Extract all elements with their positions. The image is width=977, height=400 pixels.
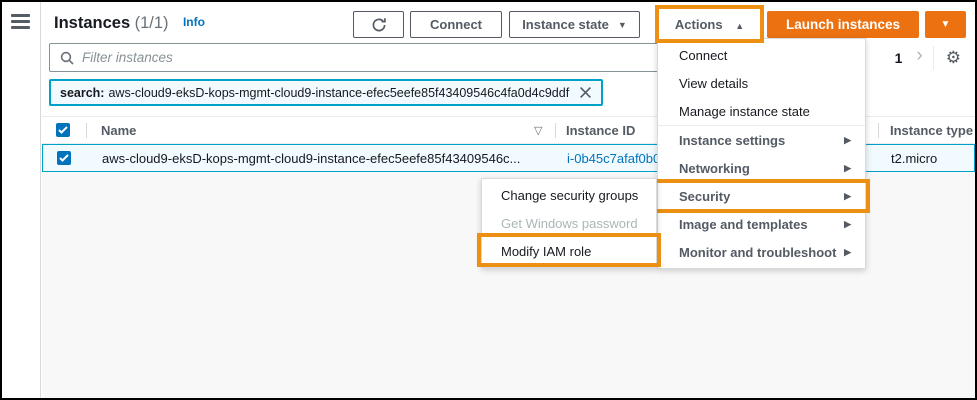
menu-item-label: View details <box>679 75 749 91</box>
menu-item-label: Networking <box>679 160 750 176</box>
filter-instances-input[interactable] <box>82 50 844 65</box>
menu-item-change-security-groups[interactable]: Change security groups <box>482 181 656 209</box>
instance-state-dropdown-button[interactable]: Instance state ▼ <box>509 11 640 38</box>
menu-item-label: Change security groups <box>501 187 639 203</box>
menu-item-label: Get Windows password <box>501 215 638 231</box>
launch-instances-label: Launch instances <box>785 17 901 32</box>
column-header-instance-id[interactable]: Instance ID <box>566 122 636 138</box>
submenu-arrow-icon: ▶ <box>844 190 851 201</box>
actions-button-label: Actions <box>674 16 723 32</box>
actions-dropdown-menu: Connect View details Manage instance sta… <box>653 38 870 269</box>
menu-item-label: Connect <box>679 47 728 63</box>
submenu-arrow-icon: ▶ <box>844 162 851 173</box>
menu-item-get-windows-password: Get Windows password <box>482 209 656 237</box>
menu-item-label: Instance settings <box>679 132 786 148</box>
actions-annotation-highlight: Actions ▲ <box>655 5 764 43</box>
chevron-down-icon: ▼ <box>617 19 627 30</box>
pagination-controls: 1 › ⚙ <box>887 43 967 72</box>
connect-button-label: Connect <box>430 17 482 32</box>
menu-item-label: Security <box>679 188 731 204</box>
page-header: Instances (1/1) Info <box>54 14 205 33</box>
menu-item-label: Manage instance state <box>679 103 810 119</box>
search-filter-tag: search: aws-cloud9-eksD-kops-mgmt-cloud9… <box>49 79 604 106</box>
sort-descending-icon[interactable]: ▽ <box>534 124 543 137</box>
menu-divider <box>658 125 865 126</box>
submenu-arrow-icon: ▶ <box>844 218 851 229</box>
select-all-checkbox[interactable] <box>56 123 70 137</box>
menu-item-security[interactable]: Security ▶ <box>658 182 865 210</box>
menu-item-connect[interactable]: Connect <box>658 41 865 69</box>
column-header-name[interactable]: Name <box>101 122 137 138</box>
submenu-arrow-icon: ▶ <box>844 134 851 145</box>
filter-tag-value: aws-cloud9-eksD-kops-mgmt-cloud9-instanc… <box>108 85 570 100</box>
menu-item-networking[interactable]: Networking ▶ <box>658 154 865 182</box>
search-icon <box>60 51 74 65</box>
security-submenu: Change security groups Get Windows passw… <box>477 178 661 268</box>
current-page-number: 1 <box>894 49 903 66</box>
row-checkbox[interactable] <box>57 151 71 165</box>
column-divider <box>555 123 556 138</box>
column-divider <box>878 123 879 138</box>
remove-filter-icon[interactable] <box>579 86 592 99</box>
menu-item-label: Modify IAM role <box>501 243 592 259</box>
filter-tag-key: search: <box>60 85 105 100</box>
column-divider <box>86 123 87 138</box>
next-page-button[interactable]: › <box>916 45 923 66</box>
instance-count: (1/1) <box>134 14 169 32</box>
menu-item-instance-settings[interactable]: Instance settings ▶ <box>658 126 865 154</box>
info-link[interactable]: Info <box>182 15 205 29</box>
menu-item-image-and-templates[interactable]: Image and templates ▶ <box>658 210 865 238</box>
refresh-icon <box>371 17 387 33</box>
menu-item-label: Image and templates <box>679 216 808 232</box>
launch-instances-split-dropdown[interactable]: ▼ <box>925 11 966 38</box>
refresh-button[interactable] <box>353 11 404 38</box>
divider <box>932 45 934 70</box>
submenu-arrow-icon: ▶ <box>844 246 851 257</box>
launch-instances-button[interactable]: Launch instances <box>767 11 919 38</box>
menu-item-manage-instance-state[interactable]: Manage instance state <box>658 97 865 125</box>
instance-state-label: Instance state <box>522 17 609 32</box>
menu-item-view-details[interactable]: View details <box>658 69 865 97</box>
menu-item-monitor-and-troubleshoot[interactable]: Monitor and troubleshoot ▶ <box>658 238 865 266</box>
cell-instance-id-link[interactable]: i-0b45c7afaf0b0 <box>567 150 661 166</box>
cell-instance-name: aws-cloud9-eksD-kops-mgmt-cloud9-instanc… <box>102 150 521 166</box>
settings-gear-icon[interactable]: ⚙ <box>945 47 961 67</box>
menu-item-modify-iam-role[interactable]: Modify IAM role <box>482 237 656 265</box>
menu-item-label: Monitor and troubleshoot <box>679 244 837 260</box>
chevron-up-icon: ▲ <box>735 20 745 31</box>
hamburger-menu-icon[interactable] <box>11 14 31 31</box>
column-header-instance-type[interactable]: Instance type <box>890 122 974 138</box>
cell-instance-type: t2.micro <box>891 150 938 166</box>
chevron-down-icon: ▼ <box>940 19 951 30</box>
actions-dropdown-button[interactable]: Actions ▲ <box>675 17 744 32</box>
collapsed-sidebar <box>2 2 41 398</box>
connect-button[interactable]: Connect <box>410 11 502 38</box>
page-title: Instances <box>54 14 131 32</box>
